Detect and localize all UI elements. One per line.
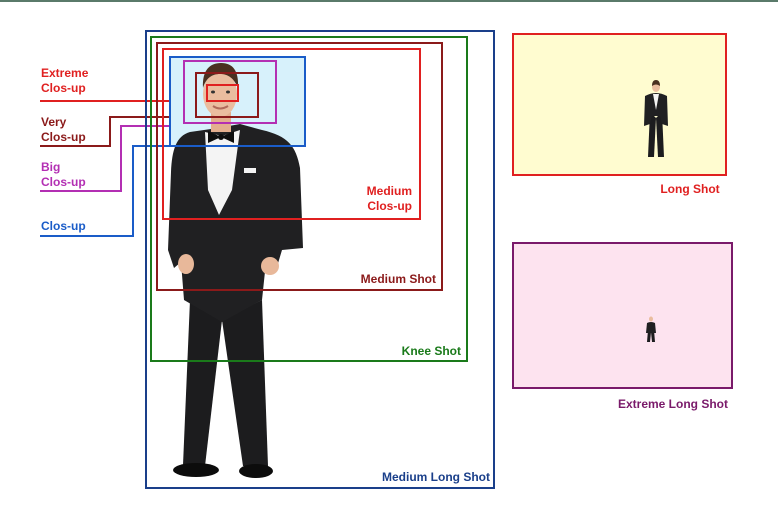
medium-close-up-frame [162,48,421,220]
extreme-close-up-frame [206,84,239,102]
medium-long-shot-frame [145,30,495,489]
medium-long-shot-label: Medium Long Shot [382,470,490,484]
left-leg [183,300,222,466]
knee-shot-label: Knee Shot [401,344,461,358]
face [203,71,237,117]
close-up-outline [169,56,306,147]
top-border-line [0,0,778,2]
jacket [168,124,303,322]
close-up-label: Clos-up [41,219,86,233]
left-hand [178,254,194,274]
right-shoe [239,464,273,478]
medium-shot-frame [156,42,443,291]
big-close-up-frame [183,60,277,124]
medium-shot-label: Medium Shot [360,272,436,286]
knee-shot-frame [150,36,468,362]
extreme-long-shot-label: Extreme Long Shot [617,397,728,411]
pocket-square [244,168,256,173]
extreme-long-shot-frame [512,242,733,389]
right-leg [222,300,268,466]
long-shot-label: Long Shot [660,182,720,196]
right-hand [261,257,279,275]
very-close-up-frame [195,72,259,118]
very-close-up-connector [40,116,197,147]
big-close-up-connector [40,125,185,192]
left-shoe [173,463,219,477]
hair [202,63,239,88]
long-shot-frame [512,33,727,176]
shirt-front [205,130,240,215]
